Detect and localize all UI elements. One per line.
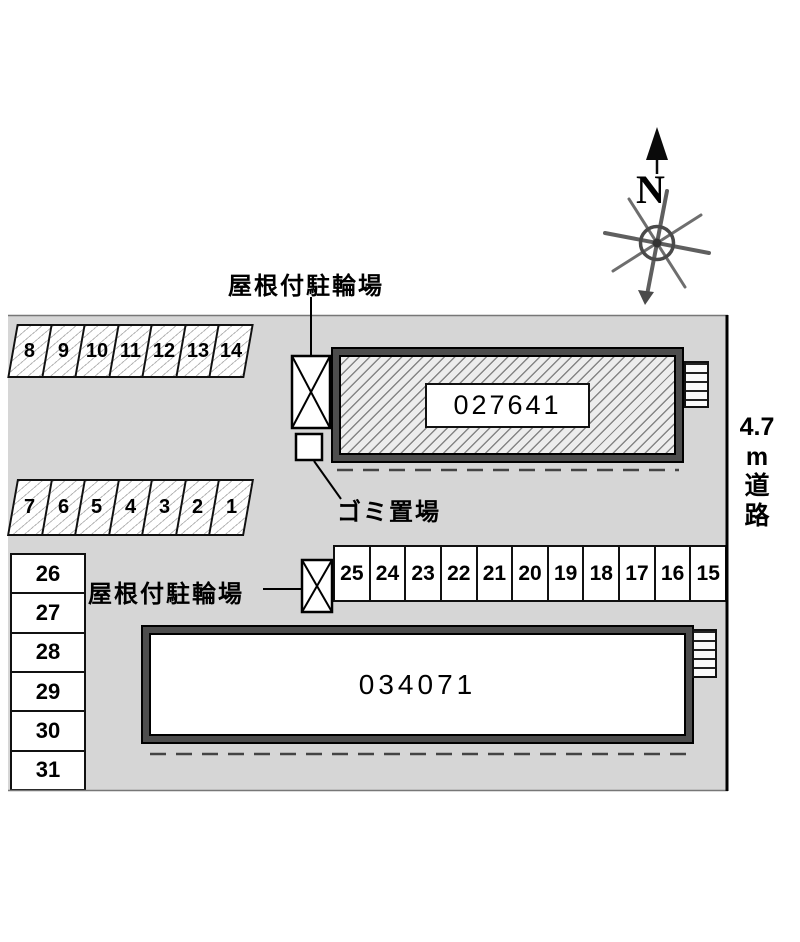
stall-number: 16 [660, 561, 685, 585]
building-number: 034071 [358, 668, 477, 700]
stall-number: 19 [553, 561, 578, 585]
stall-number: 15 [696, 561, 720, 585]
road-width-label: 4.7 m 道 路 [733, 413, 781, 531]
stall-number: 4 [124, 496, 137, 518]
building-number-box: 027641 [425, 382, 590, 428]
garbage-area-label: ゴミ置場 [337, 499, 441, 526]
building-027641: 027641 [333, 349, 682, 461]
parking-stall: 15 [691, 547, 725, 600]
stall-number: 18 [589, 561, 613, 585]
parking-stall: 18 [584, 547, 621, 600]
parking-row-7-1: 7 6 5 4 3 2 1 [6, 479, 255, 536]
stall-number: 27 [35, 599, 61, 625]
stall-number: 9 [57, 339, 69, 362]
bike-parking-top-label: 屋根付駐輪場 [228, 273, 384, 300]
parking-row-8-14: 8 9 10 11 12 13 14 [7, 324, 254, 378]
stall-number: 11 [119, 339, 142, 362]
compass-rose [603, 189, 711, 305]
stall-number: 10 [85, 339, 109, 362]
parking-stall: 20 [513, 547, 549, 600]
parking-stall: 30 [12, 712, 84, 752]
stall-number: 1 [225, 496, 237, 518]
parking-row-25-15: 25 24 23 22 21 20 19 18 17 16 15 [333, 545, 727, 602]
stall-number: 3 [158, 496, 170, 518]
stall-number: 8 [24, 339, 36, 362]
parking-stall: 23 [406, 547, 442, 600]
road-label-line: 道 [744, 472, 770, 500]
stairs-icon [692, 629, 717, 678]
parking-stall: 19 [549, 547, 585, 600]
parking-stall: 27 [12, 594, 84, 634]
stall-number: 20 [518, 561, 542, 585]
stall-number: 21 [482, 561, 507, 585]
stairs-icon [684, 361, 709, 408]
stall-number: 22 [447, 561, 471, 585]
compass-north-label: N [636, 167, 665, 212]
parking-stall: 17 [620, 547, 656, 600]
parking-stall: 25 [335, 547, 371, 600]
parking-stall: 16 [656, 547, 692, 600]
stall-number: 13 [186, 339, 209, 362]
road-label-line: m [745, 442, 769, 471]
stall-number: 7 [24, 496, 36, 518]
stall-number: 12 [152, 339, 176, 362]
parking-stall: 28 [12, 634, 84, 673]
building-034071: 034071 [143, 627, 692, 742]
parking-stall: 24 [371, 547, 407, 600]
stall-number: 26 [35, 560, 61, 586]
north-arrow-icon [646, 127, 668, 174]
stall-number: 17 [625, 561, 649, 585]
stall-number: 23 [411, 561, 435, 585]
stall-number: 6 [57, 496, 69, 518]
stall-number: 5 [91, 496, 103, 518]
stall-number: 2 [192, 496, 204, 518]
parking-column-26-31: 26 27 28 29 30 31 [10, 553, 86, 791]
stall-number: 30 [35, 717, 61, 743]
parking-stall: 21 [478, 547, 514, 600]
bike-parking-bottom-label: 屋根付駐輪場 [88, 581, 244, 608]
stall-number: 31 [35, 757, 61, 783]
parking-stall: 29 [12, 673, 84, 713]
road-label-line: 路 [744, 501, 770, 530]
stall-number: 29 [35, 678, 61, 704]
parking-stall: 26 [12, 555, 84, 595]
stall-number: 14 [220, 339, 243, 362]
stall-number: 25 [340, 561, 364, 585]
parking-stall: 31 [12, 752, 84, 789]
stall-number: 28 [35, 639, 61, 665]
road-label-line: 4.7 [739, 413, 775, 441]
stall-number: 24 [375, 561, 400, 585]
parking-stall: 22 [442, 547, 478, 600]
building-number: 027641 [453, 389, 562, 420]
